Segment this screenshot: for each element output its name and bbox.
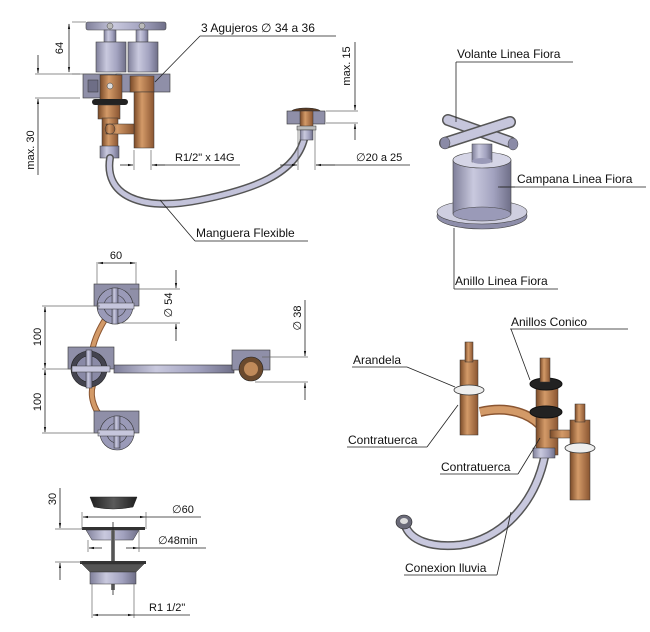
bell-left — [95, 41, 127, 73]
drain-cap — [89, 496, 138, 510]
dim-drain-30: 30 — [47, 493, 59, 505]
dim-diameter-38: ∅ 38 — [292, 306, 304, 331]
label-locknut-center: Contratuerca — [441, 460, 511, 474]
label-ring: Anillo Linea Fiora — [455, 274, 548, 288]
label-hose: Manguera Flexible — [196, 226, 295, 240]
side-view: 64 max. 30 3 Agujeros ∅ 34 a 36 R1/2" x … — [25, 21, 410, 242]
top-view: 60 ∅ 54 ∅ 38 100 100 — [32, 250, 308, 451]
dim-drain-diameter-48: ∅48min — [158, 535, 198, 547]
cross-handle — [439, 114, 519, 151]
dim-64: 64 — [54, 42, 66, 54]
label-cone-rings: Anillos Conico — [511, 315, 587, 329]
bell-right — [127, 41, 159, 73]
dim-drain-thread: R1 1/2" — [149, 602, 185, 614]
dim-spacing-lower: 100 — [32, 393, 44, 411]
dim-thread: R1/2" x 14G — [175, 152, 235, 164]
dim-drain-diameter-60: ∅60 — [172, 504, 194, 516]
dim-spacing-upper: 100 — [32, 328, 44, 346]
rain-hose — [402, 452, 548, 549]
dim-60: 60 — [110, 250, 122, 262]
label-holes: 3 Agujeros ∅ 34 a 36 — [201, 21, 315, 35]
label-washer: Arandela — [353, 353, 401, 367]
dim-max-30: max. 30 — [25, 130, 37, 169]
drain-view: 30 ∅60 ∅48min R1 1/2" — [47, 488, 206, 618]
dim-diameter-outlet: ∅20 a 25 — [356, 152, 402, 164]
label-handle: Volante Linea Fiora — [457, 47, 561, 61]
label-rain-connection: Conexion lluvia — [405, 561, 487, 575]
label-locknut-left: Contratuerca — [348, 433, 418, 447]
dim-max-15: max. 15 — [341, 46, 353, 85]
handle-view: Volante Linea Fiora Campana Linea Fiora … — [436, 47, 646, 290]
hose-top — [113, 364, 235, 374]
label-bell: Campana Linea Fiora — [517, 172, 633, 186]
dim-diameter-54: ∅ 54 — [163, 293, 175, 318]
handle-bar — [85, 21, 167, 31]
iso-view: Arandela Anillos Conico Contratuerca Con… — [347, 315, 628, 576]
drain-body — [89, 571, 137, 585]
